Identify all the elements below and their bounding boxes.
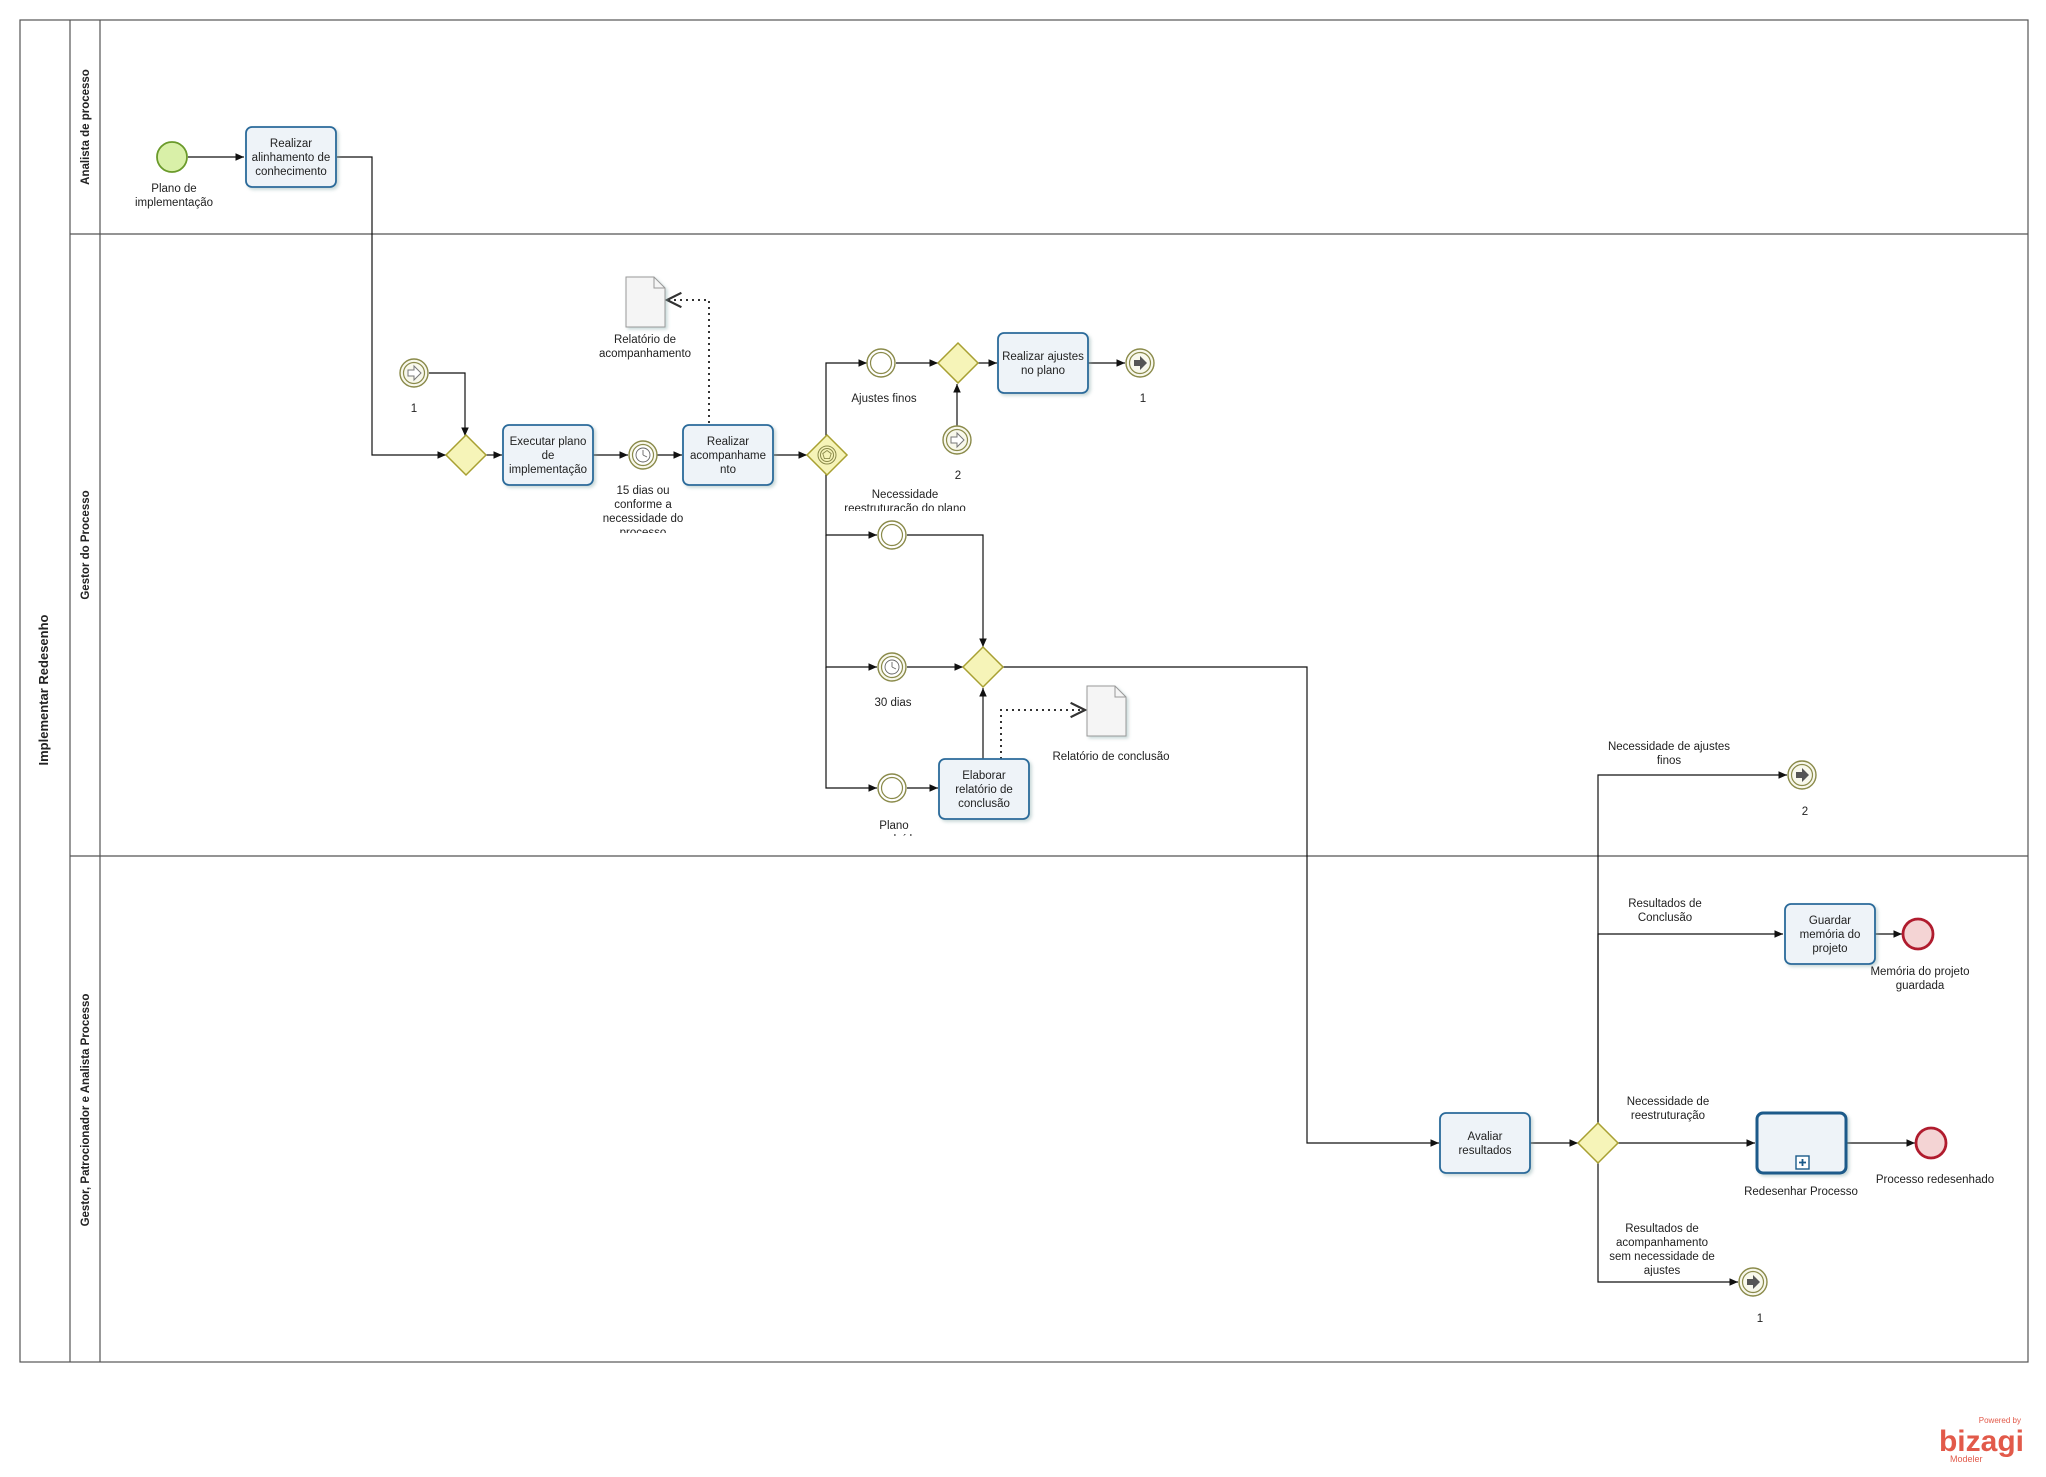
start-event-plano[interactable]	[156, 141, 188, 173]
label-ajustes-finos: Ajustes finos	[851, 393, 916, 405]
flow-link1-gateway1	[429, 372, 469, 436]
bizagi-watermark: Powered by bizagi Modeler	[1939, 1416, 2024, 1464]
message-catch-plano[interactable]	[877, 773, 907, 803]
label-link-out-2: 2	[1802, 806, 1808, 818]
gateway-exclusive-4[interactable]	[961, 645, 1005, 689]
flow-gateway5-link1	[1597, 1163, 1738, 1286]
link-arrow-icon	[1796, 768, 1809, 782]
label-link-out-1-top: 1	[1140, 393, 1146, 405]
pool: Implementar Redesenho Analista de proces…	[19, 19, 2029, 1363]
flow-gateway4-avaliar	[1003, 666, 1439, 1147]
gateway-exclusive-3[interactable]	[936, 341, 980, 385]
pentagon-icon	[822, 449, 832, 460]
watermark-powered: Powered by	[1979, 1416, 2021, 1425]
task-realizar-acompanhamento[interactable]	[682, 424, 774, 486]
label-link-out-1-bottom: 1	[1757, 1313, 1763, 1325]
flow-gateway5-guardar	[1597, 930, 1783, 1123]
link-throw-1-top[interactable]	[1125, 348, 1155, 378]
gateway-exclusive-5[interactable]	[1576, 1121, 1620, 1165]
flow-alinhamento-gateway1	[337, 156, 446, 459]
lane-title-gestor-patrocinador: Gestor, Patrocionador e Analista Process…	[80, 994, 92, 1227]
gateway-exclusive-1[interactable]	[444, 433, 488, 477]
link-catch-1[interactable]	[399, 358, 429, 388]
lane-title-gestor: Gestor do Processo	[80, 490, 92, 599]
data-object-relatorio-acompanhamento	[625, 276, 666, 328]
data-object-relatorio-conclusao	[1086, 685, 1127, 737]
task-realizar-alinhamento[interactable]	[245, 126, 337, 188]
flow-eventgateway-plano	[825, 667, 877, 792]
clock-icon	[635, 447, 651, 463]
lane-title-analista: Analista de processo	[80, 69, 92, 185]
task-executar-plano[interactable]	[502, 424, 594, 486]
link-throw-1-bottom[interactable]	[1738, 1267, 1768, 1297]
clock-icon	[884, 659, 900, 675]
label-plano-concluido: Planoconcluído	[869, 820, 918, 846]
timer-event-30-dias[interactable]	[877, 652, 907, 682]
label-doc-conclusao: Relatório de conclusão	[1053, 751, 1170, 763]
label-link-in-1: 1	[411, 403, 417, 415]
task-guardar-memoria[interactable]	[1784, 903, 1876, 965]
watermark-product: Modeler	[1950, 1454, 1983, 1464]
pool-title: Implementar Redesenho	[36, 614, 51, 765]
label-timer-30: 30 dias	[874, 697, 911, 709]
link-throw-2[interactable]	[1787, 760, 1817, 790]
message-catch-ajustes[interactable]	[866, 348, 896, 378]
label-link-in-2: 2	[955, 470, 961, 482]
assoc-acomp-doc	[667, 300, 710, 423]
link-arrow-icon	[407, 364, 422, 382]
timer-event-15-dias[interactable]	[628, 440, 658, 470]
assoc-elaborar-doc	[1000, 710, 1085, 759]
flow-reestrut-gateway4	[907, 534, 987, 647]
link-arrow-icon	[1747, 1275, 1760, 1289]
associations	[667, 300, 1085, 759]
end-event-processo[interactable]	[1914, 1126, 1948, 1160]
task-realizar-ajustes[interactable]	[997, 332, 1089, 394]
task-avaliar-resultados[interactable]	[1439, 1112, 1531, 1174]
task-elaborar-relatorio[interactable]	[938, 758, 1030, 820]
subprocess-redesenhar[interactable]	[1755, 1111, 1848, 1175]
end-event-memoria[interactable]	[1901, 917, 1935, 951]
message-catch-reestrut[interactable]	[877, 520, 907, 550]
link-catch-2[interactable]	[942, 425, 972, 455]
label-end-processo: Processo redesenhado	[1876, 1174, 1994, 1186]
watermark-brand: bizagi	[1939, 1425, 2024, 1458]
label-subprocess: Redesenhar Processo	[1744, 1186, 1858, 1198]
link-arrow-icon	[950, 431, 965, 449]
sequence-flows	[188, 153, 1915, 1286]
link-arrow-icon	[1134, 356, 1147, 370]
gateway-event-based[interactable]	[805, 433, 849, 477]
flow-eventgateway-ajustes	[825, 359, 867, 436]
